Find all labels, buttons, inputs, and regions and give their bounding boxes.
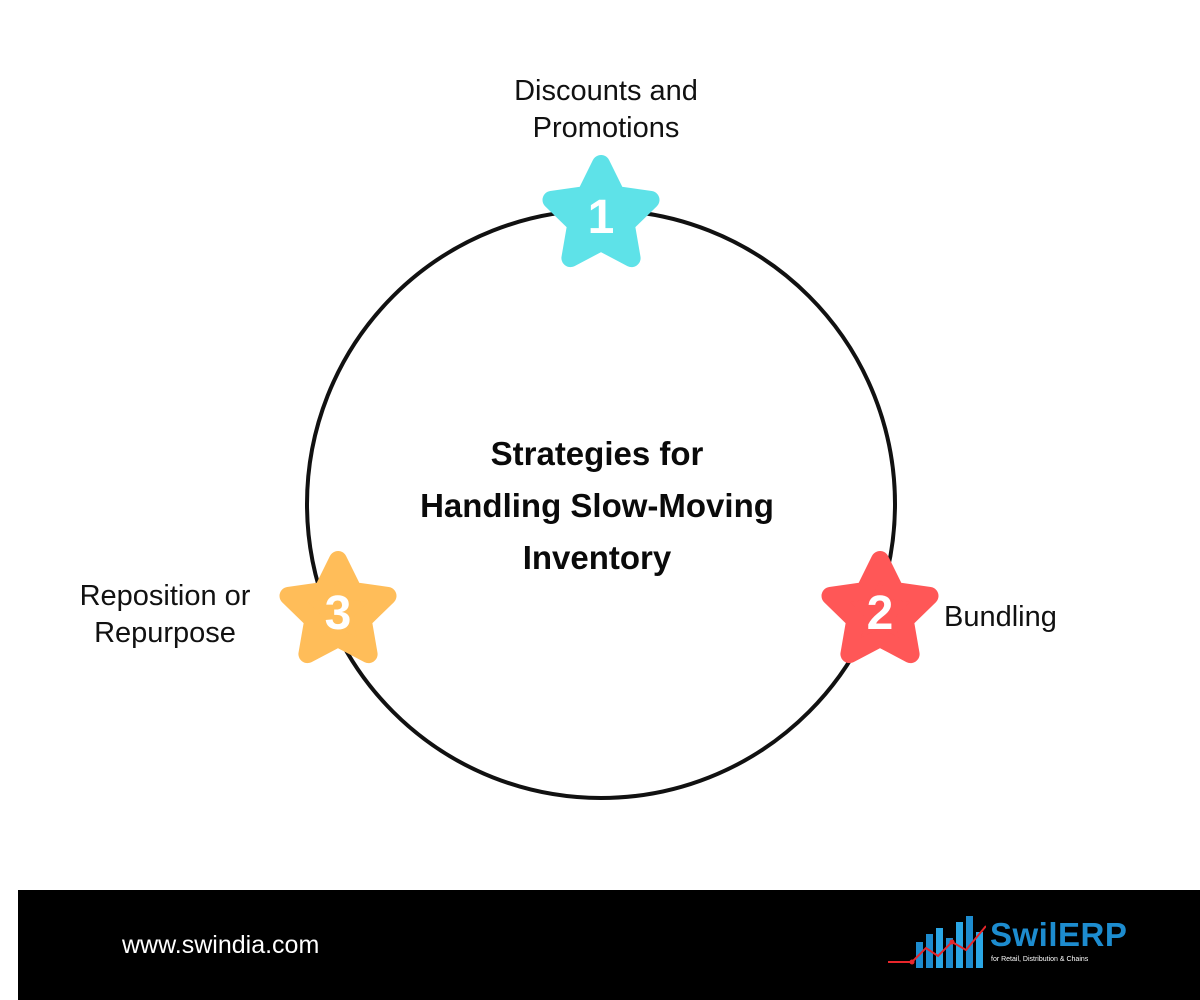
step-2-star: 2 — [821, 551, 939, 664]
step-2-label: Bundling — [944, 599, 1057, 636]
step-2-label-line1: Bundling — [944, 601, 1057, 633]
step-3-label-line2: Repurpose — [94, 617, 236, 649]
center-title-line2: Handling Slow-Moving — [420, 487, 774, 524]
step-2-number: 2 — [867, 587, 894, 640]
star-2-shape — [821, 551, 939, 664]
step-1-label: Discounts and Promotions — [466, 73, 746, 147]
step-3-star: 3 — [279, 551, 397, 664]
footer-bar: www.swindia.com SwilERP for Retail, Dist… — [18, 890, 1200, 1000]
strategy-cycle-diagram: 1 2 3 — [279, 155, 939, 800]
website-link[interactable]: www.swindia.com — [122, 931, 320, 959]
logo-tagline: for Retail, Distribution & Chains — [991, 956, 1089, 963]
center-title: Strategies for Handling Slow-Moving Inve… — [380, 428, 814, 584]
step-1-star: 1 — [542, 155, 660, 268]
center-title-line1: Strategies for — [490, 435, 704, 472]
swilerp-logo: SwilERP for Retail, Distribution & Chain… — [886, 912, 1146, 976]
star-1-shape — [542, 155, 660, 268]
logo-name: SwilERP — [990, 916, 1128, 953]
step-3-label: Reposition or Repurpose — [40, 578, 290, 652]
step-3-number: 3 — [325, 587, 352, 640]
center-title-line3: Inventory — [522, 539, 672, 576]
step-1-number: 1 — [588, 191, 615, 244]
logo-bars-icon — [888, 916, 987, 968]
step-1-label-line2: Promotions — [532, 112, 680, 144]
star-3-shape — [279, 551, 397, 664]
step-1-label-line1: Discounts and — [514, 75, 698, 107]
step-3-label-line1: Reposition or — [79, 580, 251, 612]
